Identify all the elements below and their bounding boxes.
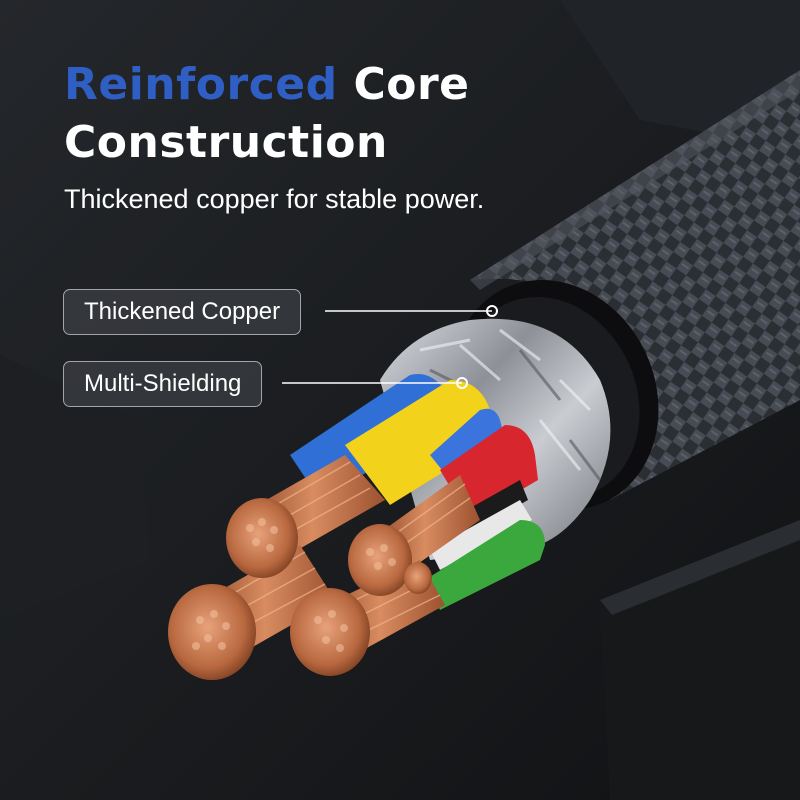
wire-green: [425, 520, 545, 610]
copper-core-4: [290, 588, 370, 676]
wire-white: [430, 500, 532, 570]
wire-blue-small: [430, 408, 505, 480]
headline-line2: Construction: [64, 117, 388, 168]
block-bottom-right-top: [600, 520, 800, 615]
callout-multi-shielding: Multi-Shielding: [63, 361, 263, 407]
copper-core-2: [348, 524, 412, 596]
wire-yellow: [345, 380, 495, 505]
braided-jacket: [470, 70, 800, 500]
subtitle: Thickened copper for stable power.: [64, 184, 485, 214]
headline-rest: Core: [337, 59, 470, 110]
callout-thickened-copper: Thickened Copper: [63, 289, 302, 335]
block-left: [0, 355, 150, 620]
callout-label: Multi-Shielding: [84, 370, 242, 397]
copper-core-3: [168, 584, 256, 680]
callout-dot-shielding: [456, 377, 468, 389]
callout-dot-copper: [486, 305, 498, 317]
copper-core-small: [404, 562, 432, 594]
callout-label: Thickened Copper: [84, 298, 281, 325]
copper-core-1: [226, 498, 298, 578]
headline-accent: Reinforced: [64, 59, 338, 110]
